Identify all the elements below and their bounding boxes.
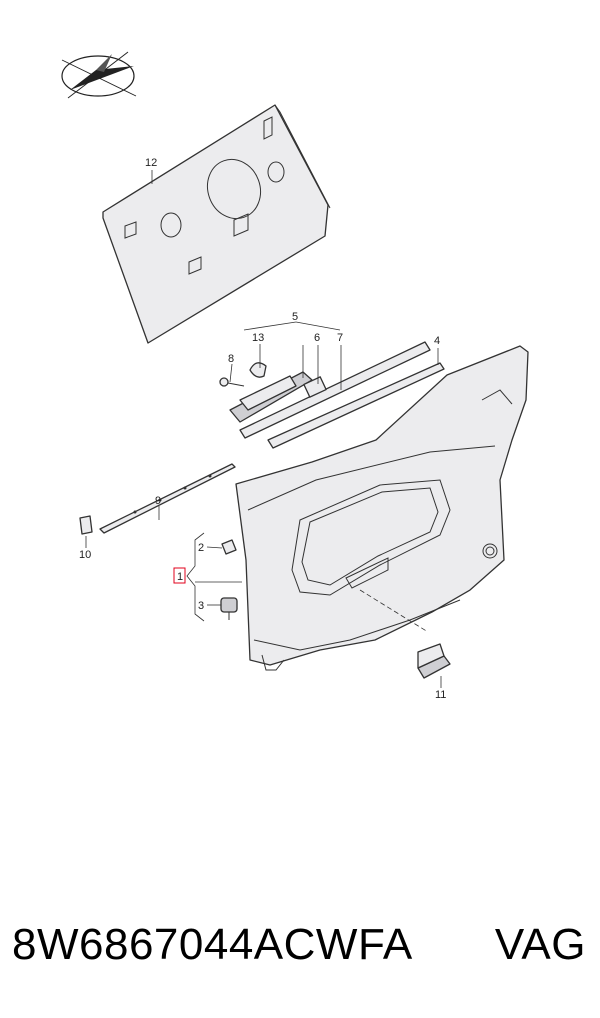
part-5-trim-bracket bbox=[219, 362, 327, 423]
callout-1-highlight-box bbox=[173, 567, 186, 584]
callout-2: 2 bbox=[198, 542, 204, 554]
callout-5: 5 bbox=[292, 311, 298, 323]
part-number-label: 8W6867044ACWFA bbox=[12, 920, 413, 969]
callout-7: 7 bbox=[337, 332, 343, 344]
callout-8: 8 bbox=[228, 353, 234, 365]
callout-13: 13 bbox=[252, 332, 264, 344]
brand-label: VAG bbox=[494, 920, 586, 969]
callout-10: 10 bbox=[79, 549, 91, 561]
callout-6: 6 bbox=[314, 332, 320, 344]
part-11-switch-housing bbox=[417, 643, 451, 679]
callout-12: 12 bbox=[145, 157, 157, 169]
callout-1: 1 bbox=[177, 571, 183, 583]
part-12-insulation-panel bbox=[102, 104, 331, 344]
part-4-seal-strip bbox=[239, 341, 445, 449]
part-3-screw bbox=[220, 597, 238, 620]
part-9-trim-strip bbox=[99, 463, 236, 534]
callouts: 12 5 13 6 7 4 8 9 10 2 3 1 11 bbox=[79, 157, 446, 701]
main-door-trim-panel bbox=[235, 345, 529, 671]
orientation-compass-icon bbox=[61, 51, 137, 99]
callout-9: 9 bbox=[155, 495, 161, 507]
callout-11: 11 bbox=[435, 689, 446, 701]
callout-4: 4 bbox=[434, 335, 440, 347]
part-10-clip bbox=[79, 515, 93, 535]
footer: 8W6867044ACWFA VAG bbox=[0, 910, 600, 980]
part-2-clip bbox=[221, 539, 237, 555]
parts-diagram: 12 5 13 6 7 4 8 9 10 2 3 1 11 bbox=[61, 51, 529, 701]
leader-lines bbox=[85, 170, 442, 688]
callout-3: 3 bbox=[198, 600, 204, 612]
